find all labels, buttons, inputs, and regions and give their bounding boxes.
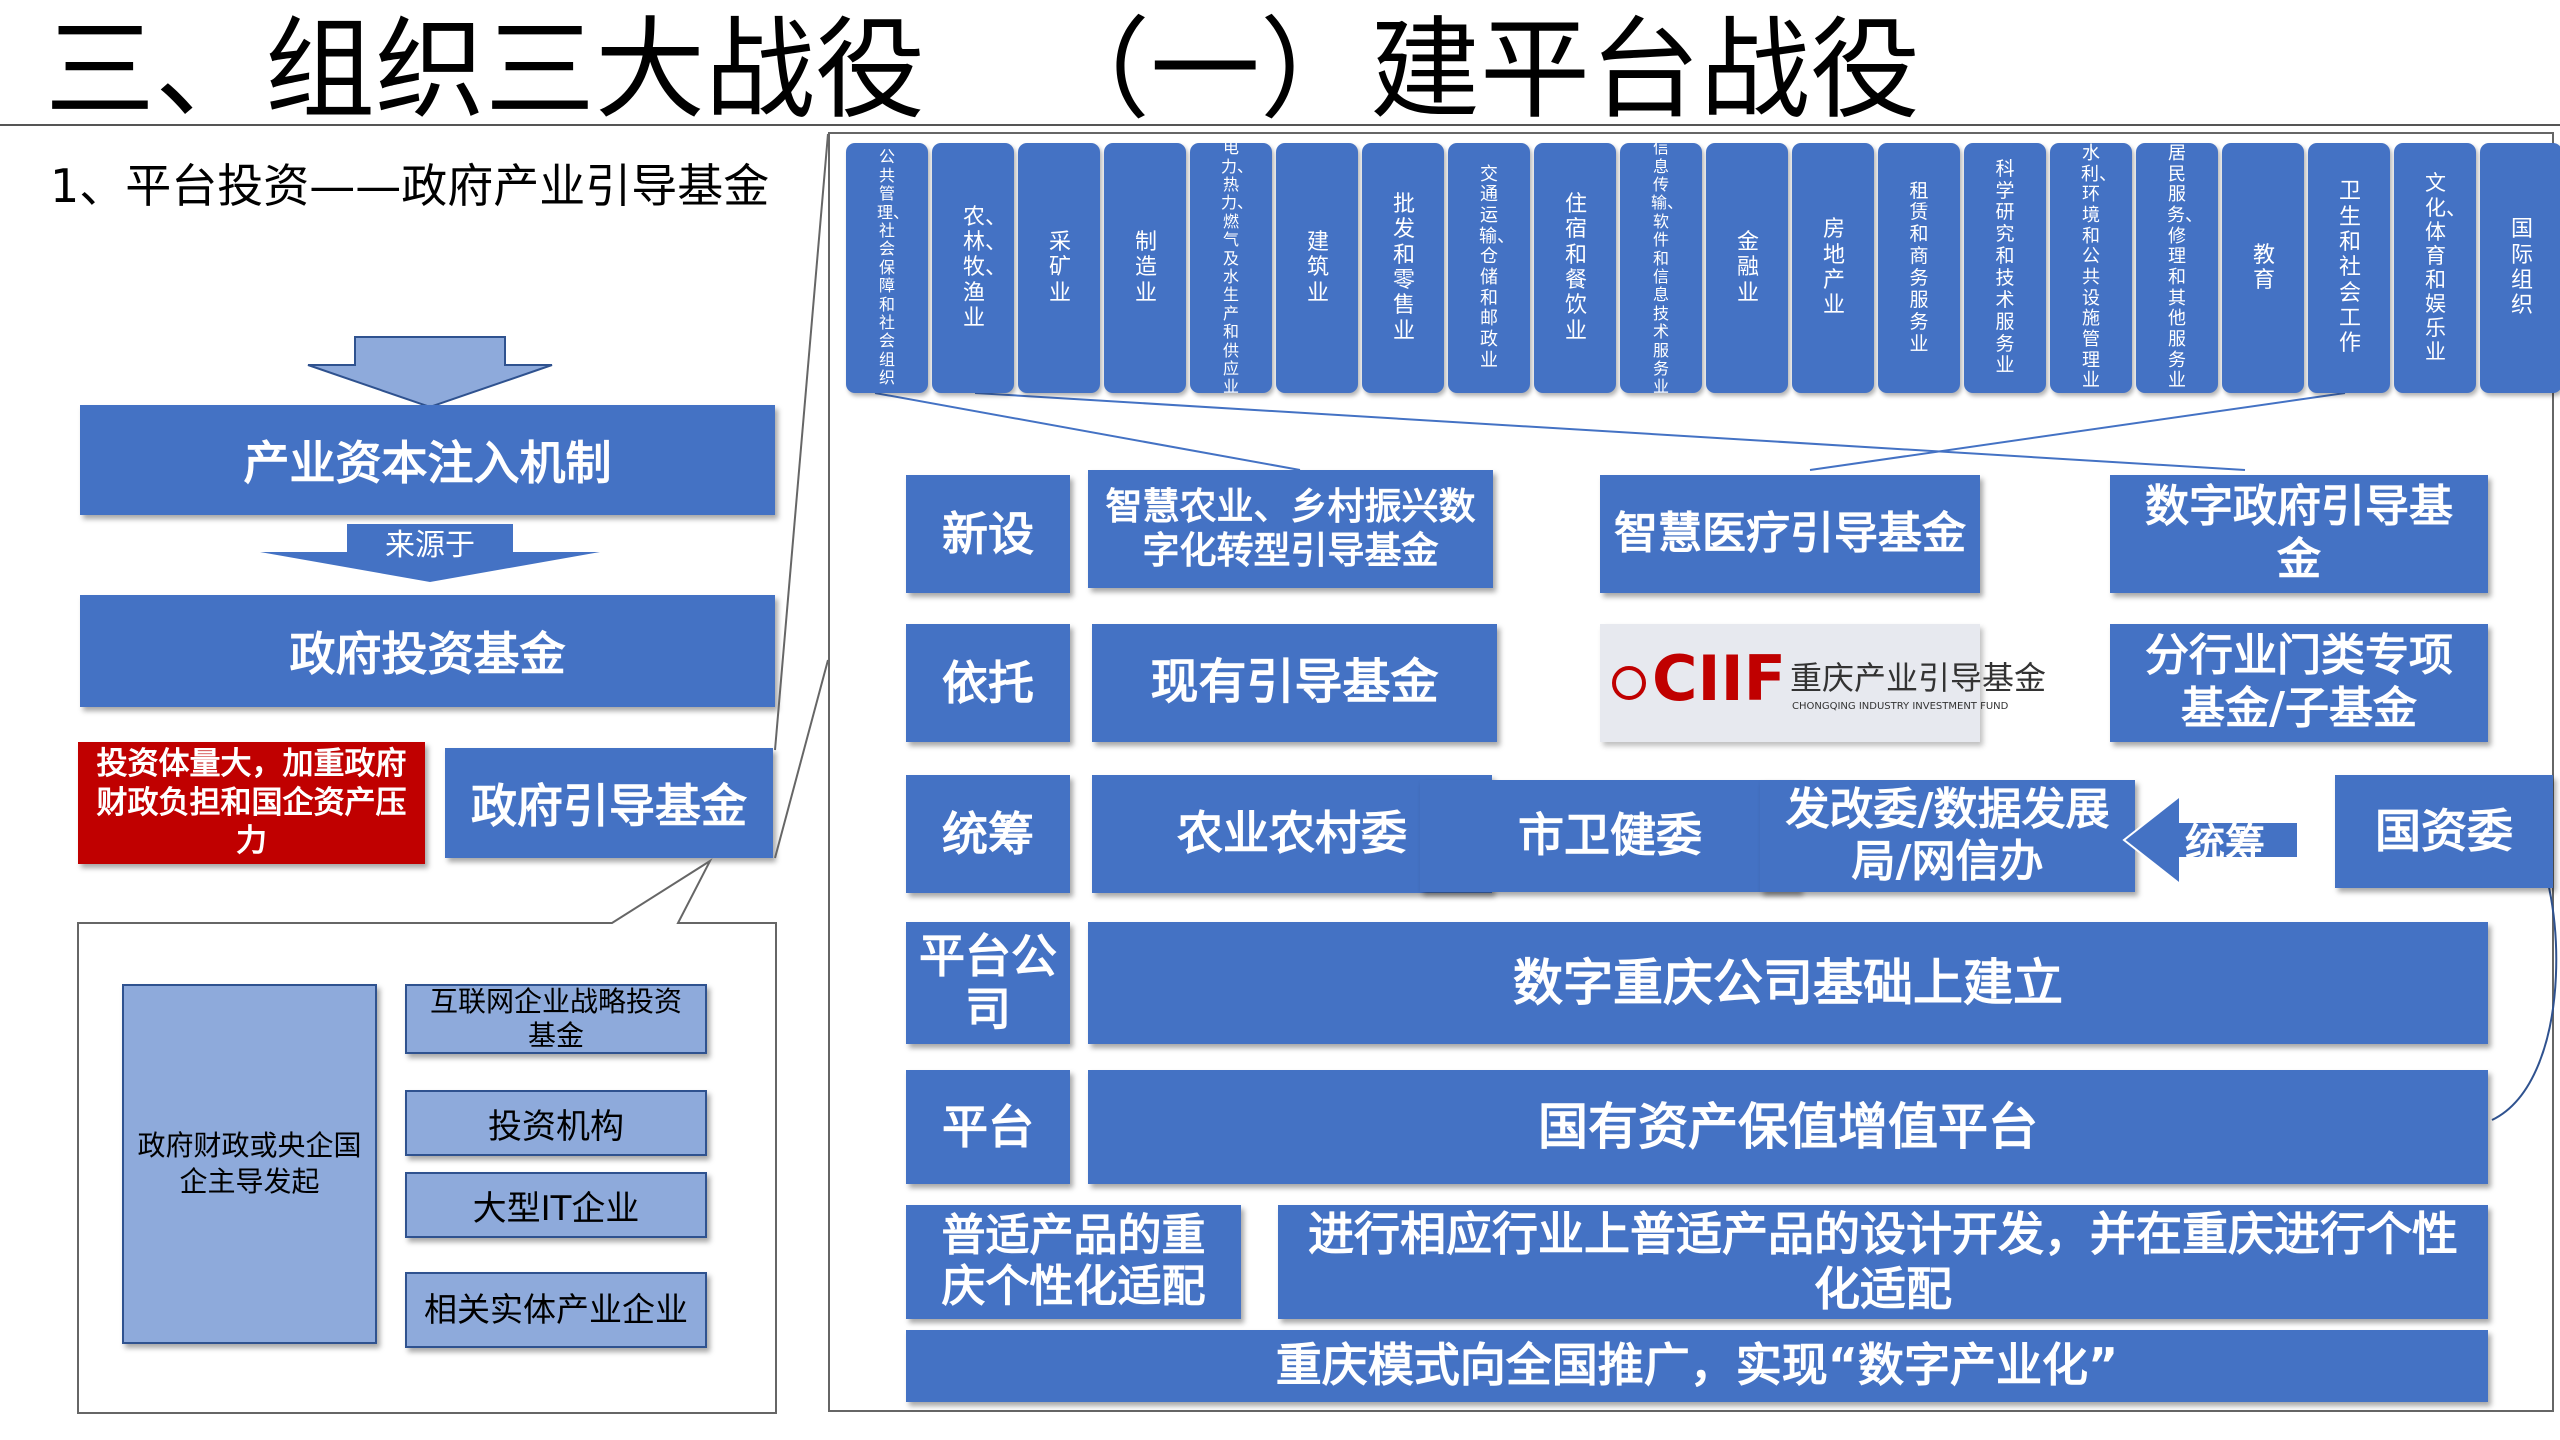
industry-public-admin: 公共管理、社会保障和社会组织: [846, 143, 928, 393]
fund-smart-medical: 智慧医疗引导基金: [1600, 475, 1980, 593]
down-arrow-icon: [307, 336, 553, 409]
industry-research: 科学研究和技术服务业: [1964, 143, 2046, 393]
fund-digital-government: 数字政府引导基金: [2110, 475, 2488, 593]
industry-it: 信息传输、软件和信息技术服务业: [1620, 143, 1702, 393]
existing-guide-fund: 现有引导基金: [1092, 624, 1497, 742]
industry-agriculture: 农、林、牧、渔业: [932, 143, 1014, 393]
sub-funds: 分行业门类专项基金/子基金: [2110, 624, 2488, 742]
page-subtitle: （一）建平台战役: [1040, 6, 1920, 134]
initiator-box: 政府财政或央企国企主导发起: [122, 984, 377, 1344]
gov-guide-fund-box: 政府引导基金: [445, 748, 773, 858]
left-heading: 1、平台投资——政府产业引导基金: [50, 159, 770, 213]
ciif-logo-en: CHONGQING INDUSTRY INVESTMENT FUND: [1792, 701, 2009, 712]
mechanism-box: 产业资本注入机制: [80, 405, 775, 515]
page-title: 三、组织三大战役: [45, 6, 925, 134]
adapt-text: 进行相应行业上普适产品的设计开发，并在重庆进行个性化适配: [1278, 1205, 2488, 1319]
row-label-tongchou: 统筹: [906, 775, 1070, 893]
ciif-logo-cn: 重庆产业引导基金: [1790, 659, 2047, 697]
source-label: 来源于: [385, 528, 475, 563]
health-commission: 市卫健委: [1420, 780, 1800, 892]
participant-investors: 投资机构: [405, 1090, 707, 1156]
ciif-emblem-icon: [1612, 666, 1646, 700]
industry-finance: 金融业: [1706, 143, 1788, 393]
tongchou-arrow-icon: [2122, 793, 2299, 887]
industry-international: 国际组织: [2480, 143, 2560, 393]
right-panel-frame: [828, 132, 2554, 1412]
platform-text: 国有资产保值增值平台: [1088, 1070, 2488, 1184]
title-divider: [0, 124, 2560, 126]
row-label-adapt: 普适产品的重庆个性化适配: [906, 1205, 1241, 1319]
ndrc-data-cac: 发改委/数据发展局/网信办: [1760, 780, 2135, 892]
row-label-platform-company: 平台公司: [906, 922, 1070, 1044]
sasac: 国资委: [2335, 775, 2553, 888]
tongchou-arrow-label: 统筹: [2185, 821, 2265, 867]
industry-hospitality: 住宿和餐饮业: [1534, 143, 1616, 393]
promote-text: 重庆模式向全国推广，实现“数字产业化”: [906, 1330, 2488, 1402]
industry-transport: 交通运输、仓储和邮政业: [1448, 143, 1530, 393]
fund-smart-agriculture: 智慧农业、乡村振兴数字化转型引导基金: [1088, 470, 1493, 588]
industry-health-social: 卫生和社会工作: [2308, 143, 2390, 393]
industry-construction: 建筑业: [1276, 143, 1358, 393]
platform-company-text: 数字重庆公司基础上建立: [1088, 922, 2488, 1044]
ciif-logo-mark: CIIF: [1652, 642, 1786, 715]
gov-invest-fund-box: 政府投资基金: [80, 595, 775, 707]
participant-it: 大型IT企业: [405, 1172, 707, 1238]
industry-manufacturing: 制造业: [1104, 143, 1186, 393]
source-arrow-icon: [260, 524, 600, 582]
pressure-note: 投资体量大，加重政府财政负担和国企资产压力: [78, 742, 425, 864]
industry-utilities: 电力、热力、燃气及水生产和供应业: [1190, 143, 1272, 393]
row-label-platform: 平台: [906, 1070, 1070, 1184]
industry-culture-sports: 文化、体育和娱乐业: [2394, 143, 2476, 393]
industry-resident-services: 居民服务、修理和其他服务业: [2136, 143, 2218, 393]
participant-internet: 互联网企业战略投资基金: [405, 984, 707, 1054]
row-label-yituo: 依托: [906, 624, 1070, 742]
industry-water-env: 水利、环境和公共设施管理业: [2050, 143, 2132, 393]
industry-leasing: 租赁和商务服务业: [1878, 143, 1960, 393]
participant-industry: 相关实体产业企业: [405, 1272, 707, 1348]
industry-real-estate: 房地产业: [1792, 143, 1874, 393]
industry-education: 教育: [2222, 143, 2304, 393]
industry-wholesale: 批发和零售业: [1362, 143, 1444, 393]
row-label-xinshe: 新设: [906, 475, 1070, 593]
industry-mining: 采矿业: [1018, 143, 1100, 393]
ciif-logo: CIIF 重庆产业引导基金 CHONGQING INDUSTRY INVESTM…: [1600, 624, 2046, 742]
